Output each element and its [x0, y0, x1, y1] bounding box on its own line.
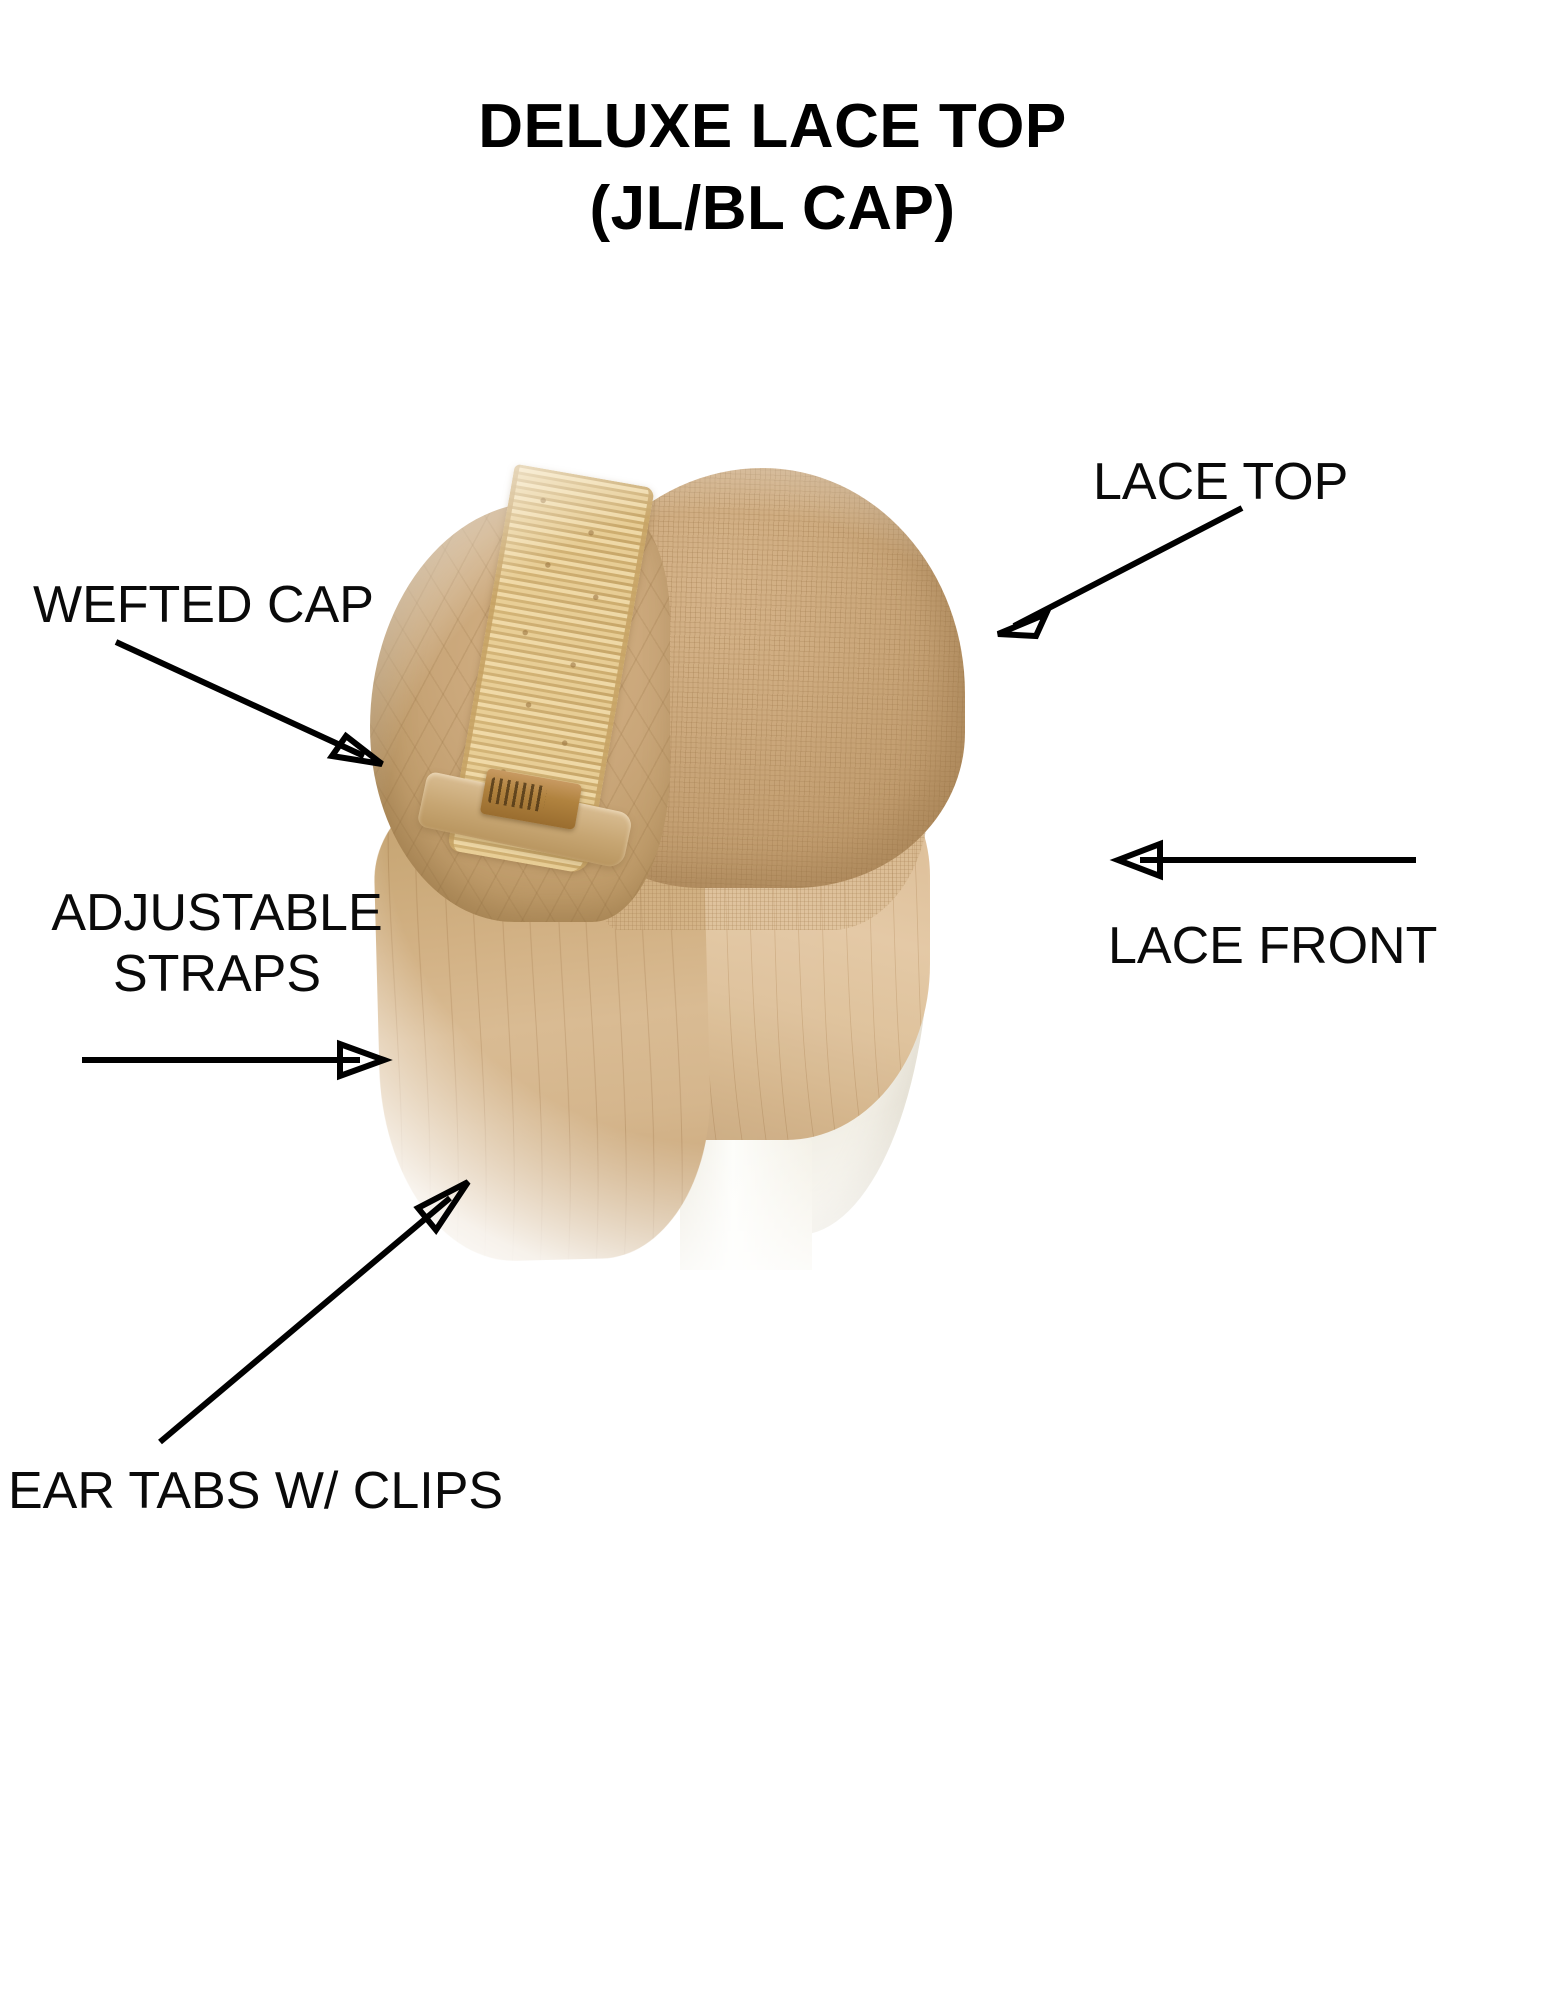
- callout-label-lace-front: LACE FRONT: [1108, 917, 1438, 975]
- arrow-lace-front: [1109, 839, 1416, 881]
- callout-label-adjustable-straps: ADJUSTABLE STRAPS: [22, 883, 412, 1006]
- wig-cap-photo: [280, 420, 1140, 1270]
- page-title: DELUXE LACE TOP (JL/BL CAP): [0, 86, 1545, 251]
- title-line-primary: DELUXE LACE TOP: [478, 92, 1067, 161]
- callout-label-lace-top: LACE TOP: [1093, 453, 1349, 511]
- callout-label-adjustable-straps-line-2: STRAPS: [112, 945, 322, 1004]
- callout-label-wefted-cap: WEFTED CAP: [33, 576, 374, 634]
- callout-label-adjustable-straps-line-1: ADJUSTABLE: [51, 884, 383, 942]
- title-line-secondary: (JL/BL CAP): [589, 174, 956, 244]
- callout-label-ear-tabs: EAR TABS W/ CLIPS: [8, 1462, 504, 1520]
